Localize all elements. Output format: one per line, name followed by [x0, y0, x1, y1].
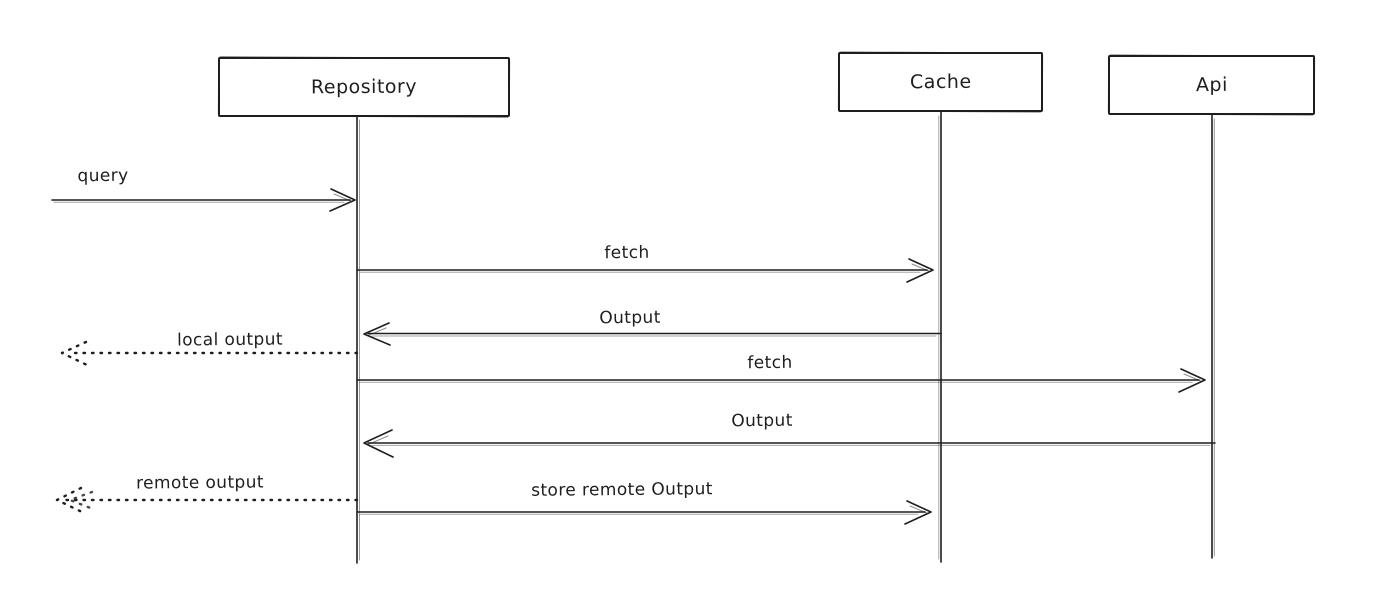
arrow-remote-output: [55, 486, 359, 514]
lifeline-repository: [356, 116, 360, 564]
participant-box-api: Api: [1108, 55, 1315, 115]
participant-label-repository: Repository: [310, 75, 418, 99]
arrow-fetch-api: [356, 368, 1206, 393]
message-label-fetch-api: fetch: [747, 352, 793, 374]
arrow-output-cache: [363, 322, 942, 346]
arrow-output-api: [363, 429, 1216, 458]
lifeline-api: [1211, 114, 1215, 559]
message-label-query: query: [77, 165, 129, 187]
message-label-store-remote-output: store remote Output: [531, 479, 713, 501]
arrow-fetch-cache: [356, 258, 934, 283]
participant-label-api: Api: [1195, 73, 1228, 97]
arrow-store-remote-output: [356, 500, 932, 525]
arrow-local-output: [60, 340, 359, 367]
participant-box-repository: Repository: [218, 57, 510, 117]
message-label-output-cache: Output: [599, 307, 661, 329]
participant-label-cache: Cache: [909, 70, 972, 94]
arrow-query: [51, 188, 356, 212]
message-label-output-api: Output: [731, 410, 793, 432]
message-label-remote-output: remote output: [135, 472, 265, 494]
message-label-local-output: local output: [176, 329, 284, 351]
message-label-fetch-cache: fetch: [604, 242, 650, 264]
lifeline-cache: [938, 111, 942, 563]
participant-box-cache: Cache: [838, 52, 1043, 112]
